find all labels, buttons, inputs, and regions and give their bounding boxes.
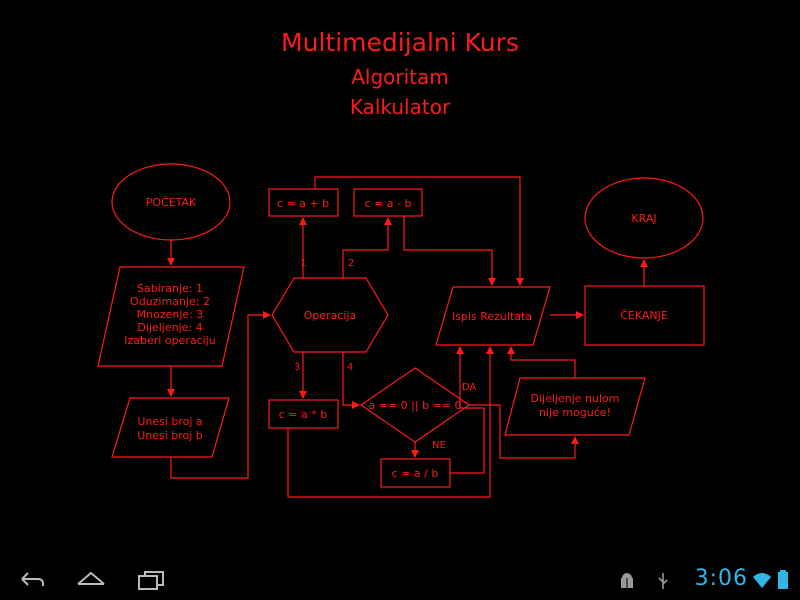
operation-node <box>271 277 389 353</box>
start-label: POČETAK <box>146 196 197 209</box>
input-ops-line: Mnozenje: 3 <box>137 308 204 321</box>
branch-1-label: 1 <box>300 258 306 269</box>
page-subtitle-calculator: Kalkulator <box>349 95 451 119</box>
error-node <box>504 377 646 436</box>
connector-nums-to-operation <box>170 311 271 479</box>
add-label: c = a + b <box>277 197 329 210</box>
connector-add-to-output <box>314 176 524 286</box>
usb-icon <box>656 572 670 594</box>
sub-label: c = a - b <box>365 197 412 210</box>
branch-3-label: 3 <box>294 362 300 373</box>
connector-sub-to-output <box>403 216 496 286</box>
mul-label: c = a * b <box>279 408 327 421</box>
add-node <box>268 188 339 217</box>
end-label: KRAJ <box>631 212 656 225</box>
input-nums-line: Unesi broj a <box>137 415 202 428</box>
sub-node <box>353 188 423 217</box>
no-label: NE <box>432 440 446 451</box>
battery-icon <box>777 570 789 594</box>
home-icon[interactable] <box>75 568 107 594</box>
output-label: Ispis Rezultata <box>452 310 532 323</box>
connector-operation-to-condition <box>342 352 360 409</box>
mul-node <box>268 399 339 429</box>
input-ops-node <box>97 266 245 367</box>
system-navigation-bar: 3:06 <box>0 562 800 600</box>
android-debug-icon <box>618 572 636 594</box>
page-subtitle-algorithm: Algoritam <box>351 65 449 89</box>
connector-operation-to-sub <box>342 217 392 278</box>
input-nums-line: Unesi broj b <box>137 429 203 442</box>
back-icon[interactable] <box>16 568 46 594</box>
flowchart: POČETAK Sabiranje: 1 Oduzimanje: 2 Mnoze… <box>97 163 705 498</box>
branch-2-label: 2 <box>348 258 354 269</box>
input-ops-line: Izaberi operaciju <box>124 334 215 347</box>
wifi-icon <box>752 571 772 593</box>
input-ops-line: Oduzimanje: 2 <box>130 295 210 308</box>
operation-label: Operacija <box>304 309 357 322</box>
connector-mul-to-output <box>287 346 494 498</box>
div-label: c = a / b <box>392 467 439 480</box>
recent-apps-icon[interactable] <box>136 568 166 594</box>
input-ops-line: Dijeljenje: 4 <box>137 321 202 334</box>
input-ops-line: Sabiranje: 1 <box>137 282 203 295</box>
input-nums-node <box>111 397 230 458</box>
page-title: Multimedijalni Kurs <box>281 28 519 57</box>
connector-error-to-output <box>507 346 576 378</box>
end-node <box>584 177 704 259</box>
wait-label: ČEKANJE <box>620 309 668 322</box>
yes-label: DA <box>462 382 477 393</box>
output-node <box>435 286 551 346</box>
condition-label: a == 0 || b == 0 <box>369 399 462 412</box>
error-line: Dijeljenje nulom <box>531 392 620 405</box>
connector-div-to-output <box>450 346 485 474</box>
error-line: nije moguće! <box>539 406 611 419</box>
connector-condition-to-error <box>469 404 579 459</box>
branch-4-label: 4 <box>347 362 353 373</box>
status-time: 3:06 <box>694 566 748 591</box>
